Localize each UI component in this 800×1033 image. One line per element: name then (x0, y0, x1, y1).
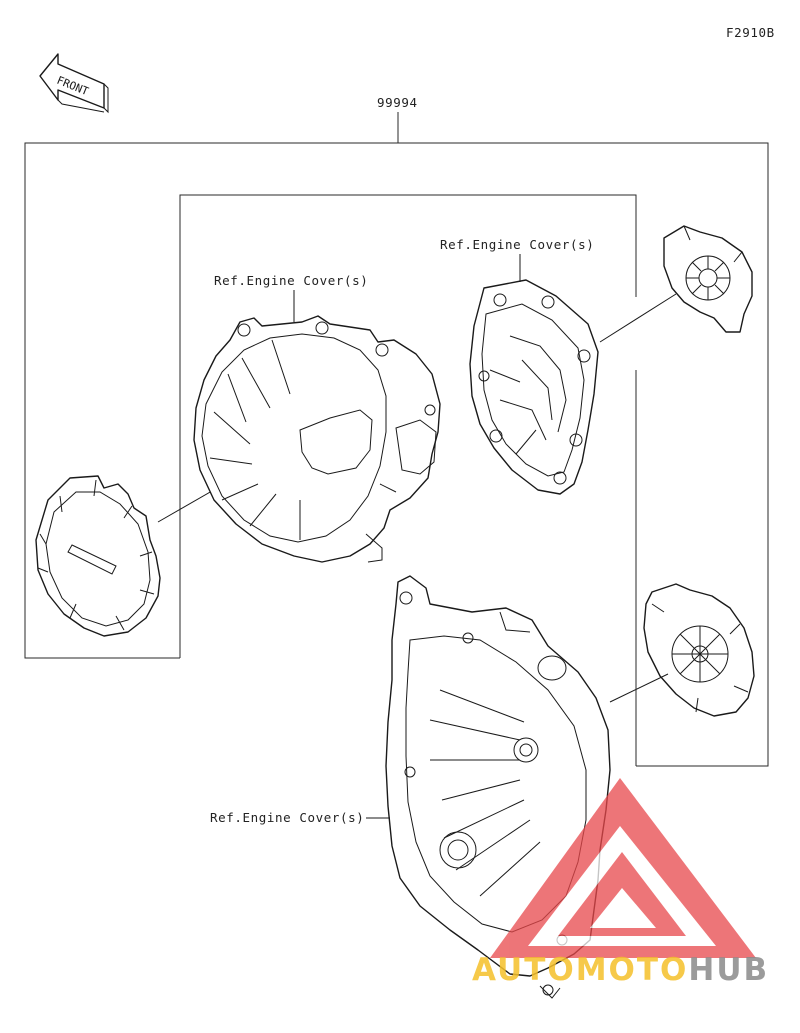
figure-code: F2910B (726, 25, 775, 40)
top-right-small-cover-part (663, 225, 753, 333)
ref-label-upper-right: Ref.Engine Cover(s) (440, 237, 595, 252)
kit-part-number: 99994 (377, 95, 418, 110)
ref-leaders (293, 254, 521, 819)
front-arrow-icon: FRONT (39, 53, 109, 114)
kit-frame (24, 112, 769, 767)
watermark-text-part-a: AUTOMOTO (472, 952, 689, 988)
watermark-text: AUTOMOTOHUB (472, 952, 769, 988)
leader-top-right-cover (599, 293, 677, 343)
ref-label-upper-center: Ref.Engine Cover(s) (214, 273, 369, 288)
watermark-text-part-b: HUB (688, 952, 770, 988)
upper-center-engine-cover-part (193, 315, 441, 563)
left-cover-badge-part (35, 475, 161, 637)
right-lower-small-cover-part (643, 583, 755, 717)
watermark-logo-icon (490, 778, 756, 958)
ref-label-lower: Ref.Engine Cover(s) (210, 810, 365, 825)
leader-right-lower-cover (609, 673, 669, 703)
upper-right-engine-cover-part (469, 279, 599, 495)
